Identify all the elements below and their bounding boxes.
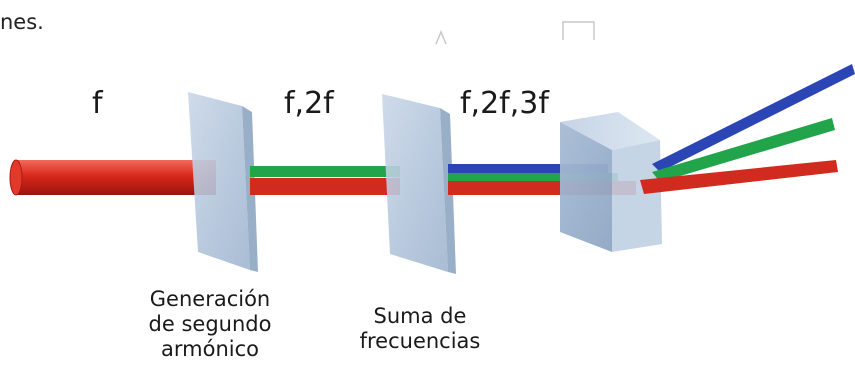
cropped-caret-mark xyxy=(435,30,447,45)
blue-output-beam xyxy=(652,64,855,172)
beam-label-third-harmonic: f,2f,3f xyxy=(460,86,549,121)
sfg-caption-line-1: Suma de xyxy=(373,304,467,328)
shg-caption-line-1: Generación xyxy=(149,287,271,311)
beam-label-second-harmonic: f,2f xyxy=(284,86,334,121)
cropped-text-fragment: nes. xyxy=(0,10,44,34)
shg-caption: Generación de segundo armónico xyxy=(120,287,300,362)
shg-caption-line-3: armónico xyxy=(161,337,259,361)
cropped-bracket-mark xyxy=(562,21,595,40)
shg-crystal-plate xyxy=(188,92,258,272)
green-beam-segment-1 xyxy=(250,166,400,177)
sfg-crystal-plate xyxy=(382,94,456,274)
blue-beam-segment xyxy=(448,164,608,173)
dispersion-prism xyxy=(560,112,662,252)
sfg-caption: Suma de frecuencias xyxy=(340,304,500,354)
beam-label-fundamental: f xyxy=(92,86,103,121)
green-output-beam xyxy=(652,118,835,182)
shg-caption-line-2: de segundo xyxy=(148,312,272,336)
green-beam-segment-2 xyxy=(448,173,618,181)
sfg-caption-line-2: frecuencias xyxy=(359,329,481,353)
red-beam-segment-1 xyxy=(250,178,400,195)
fundamental-beam-input xyxy=(9,159,216,196)
red-output-beam xyxy=(640,160,838,194)
